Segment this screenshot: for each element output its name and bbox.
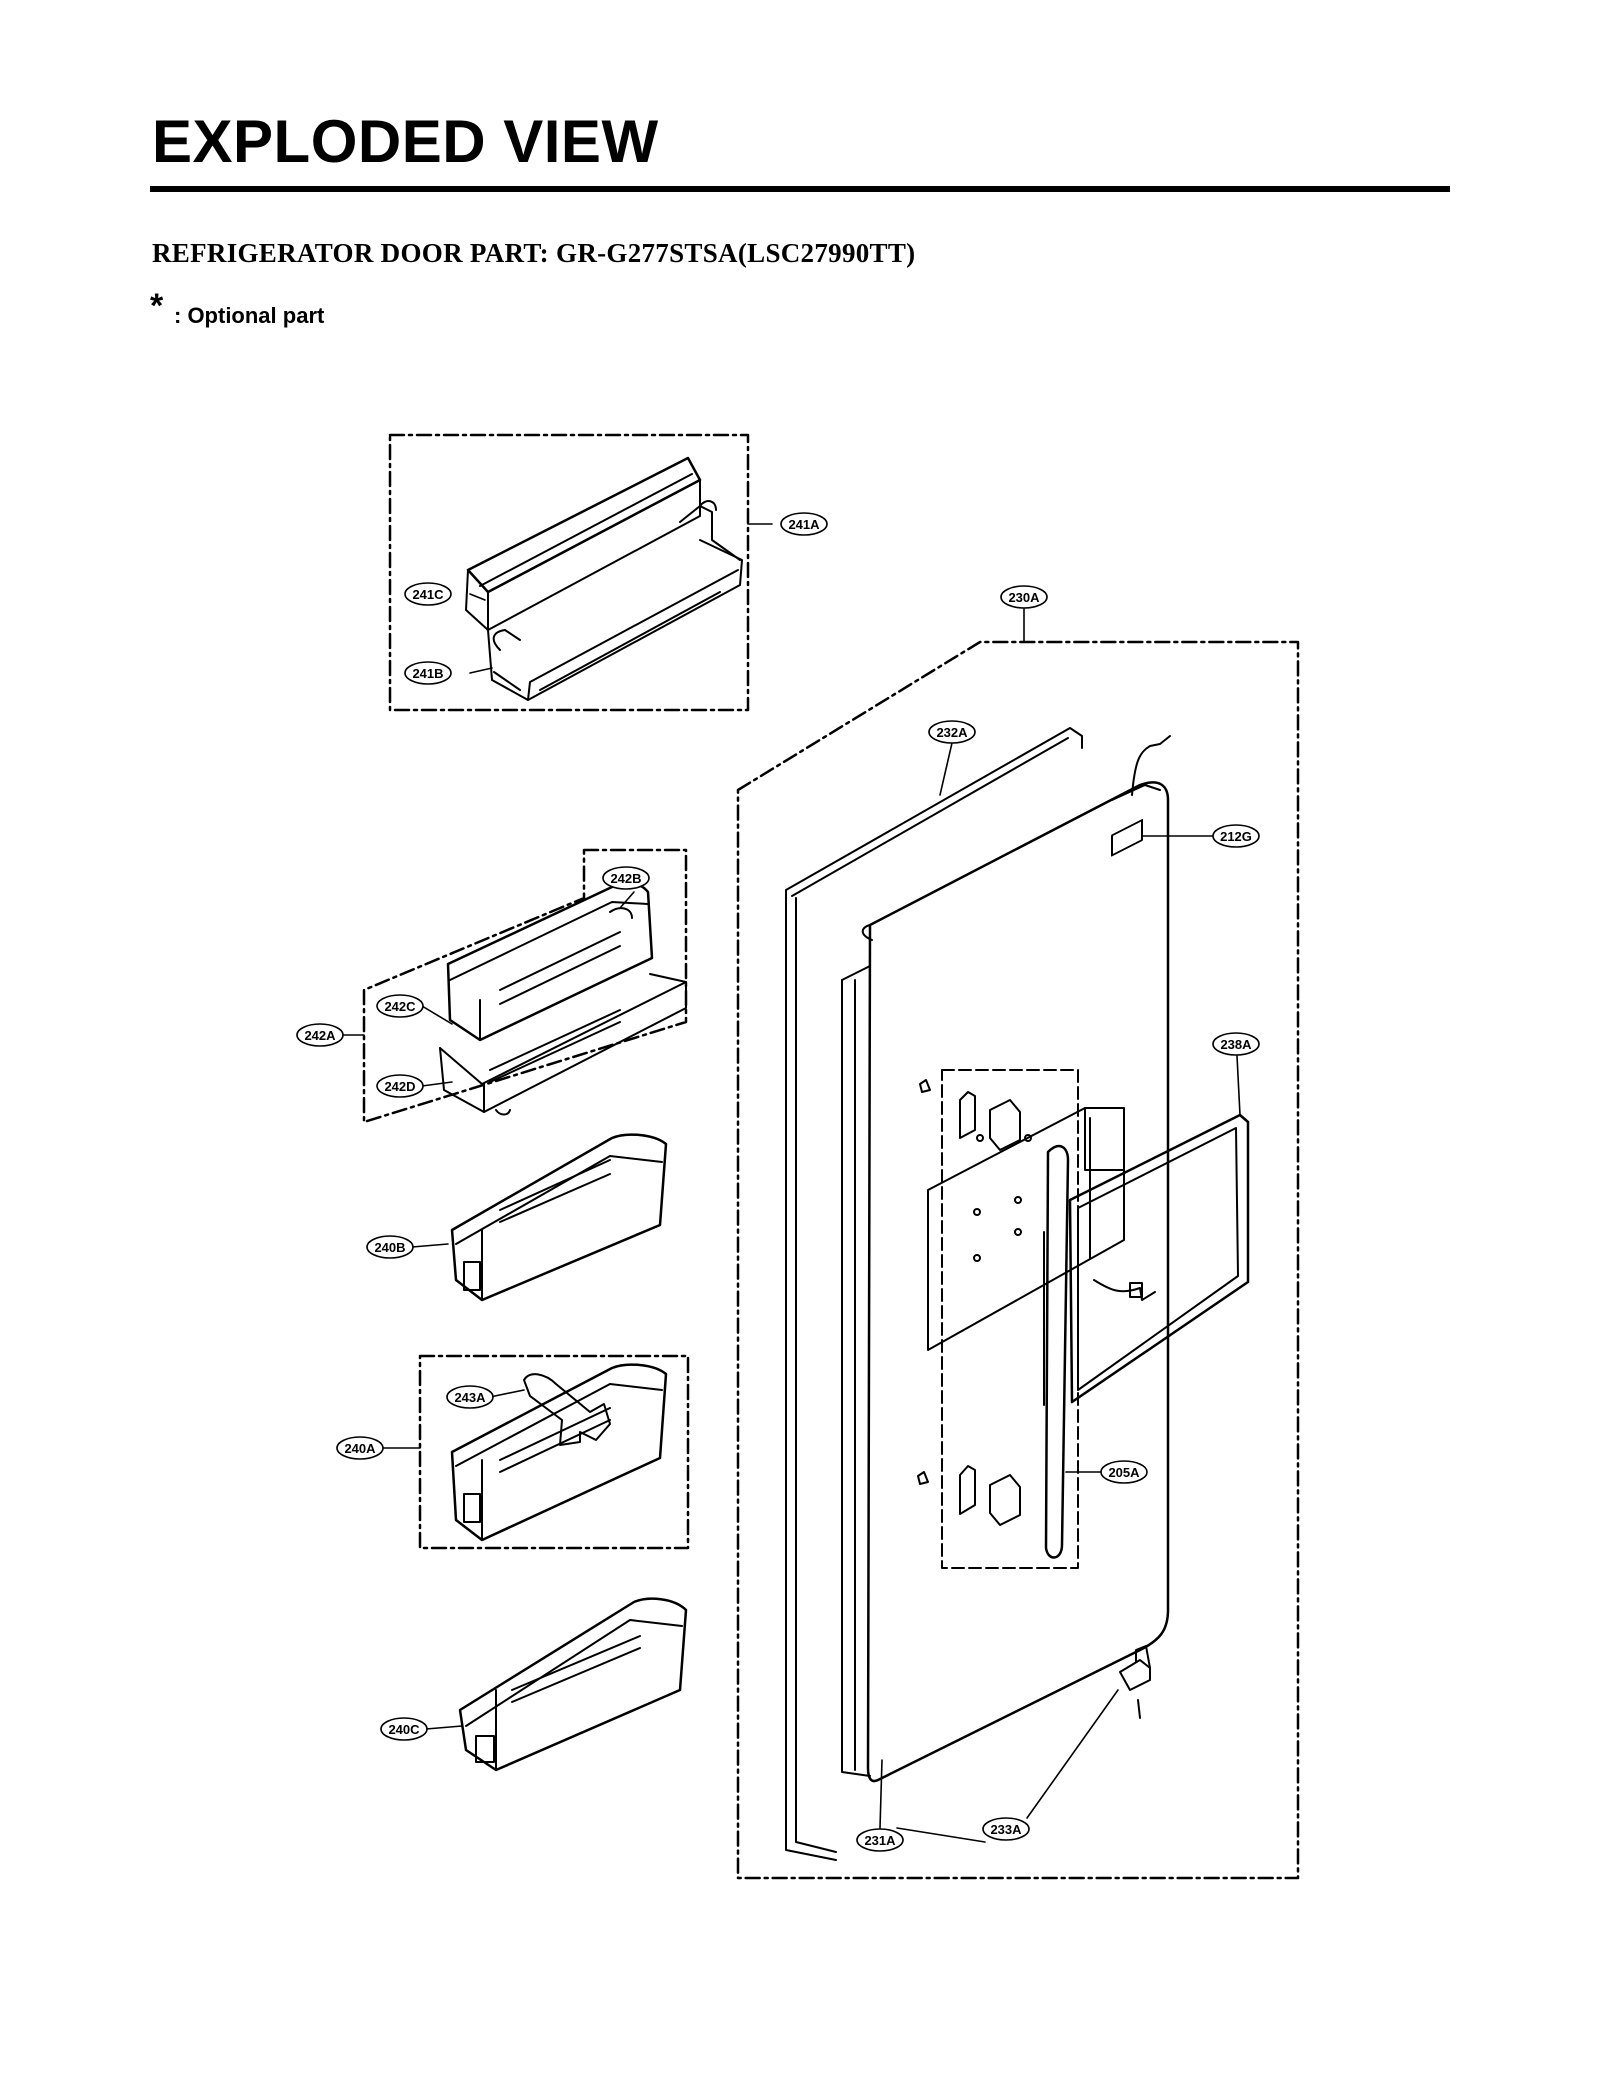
callout-212g: 212G — [1212, 824, 1260, 848]
callout-231a-label: 231A — [864, 1833, 896, 1848]
callout-242b-label: 242B — [610, 871, 641, 886]
part-240b-bin — [450, 1133, 668, 1302]
callout-242a-label: 242A — [304, 1028, 336, 1043]
callout-205a: 205A — [1100, 1460, 1148, 1484]
part-238a-frame — [1068, 1113, 1250, 1404]
callout-242c: 242C — [376, 994, 424, 1018]
callout-240b: 240B — [366, 1235, 414, 1259]
callout-231a: 231A — [856, 1828, 904, 1852]
callout-240c-label: 240C — [388, 1722, 420, 1737]
callout-238a: 238A — [1212, 1032, 1260, 1056]
callout-230a-label: 230A — [1008, 590, 1040, 605]
callout-233a-label: 233A — [990, 1822, 1022, 1837]
group-240a-box — [418, 1354, 690, 1550]
leader-lines — [341, 523, 1241, 1843]
callout-241b: 241B — [404, 661, 452, 685]
callout-205a-label: 205A — [1108, 1465, 1140, 1480]
callout-243a-label: 243A — [454, 1390, 486, 1405]
callout-212g-label: 212G — [1220, 829, 1252, 844]
part-241-basket — [465, 456, 743, 701]
door-dispenser-frame — [917, 1069, 1125, 1569]
callout-232a-label: 232A — [936, 725, 968, 740]
callout-241c: 241C — [404, 582, 452, 606]
callout-240c: 240C — [380, 1717, 428, 1741]
part-205a-handle — [1043, 1144, 1070, 1559]
group-241a-box — [388, 433, 750, 712]
callout-241c-label: 241C — [412, 587, 444, 602]
part-243a-divider — [523, 1373, 611, 1446]
callout-241b-label: 241B — [412, 666, 443, 681]
callout-242a: 242A — [296, 1023, 344, 1047]
optional-note: : Optional part — [174, 303, 325, 328]
part-240a-bin — [450, 1363, 668, 1542]
callout-242b: 242B — [602, 866, 650, 890]
part-232a-gasket — [785, 727, 1083, 1861]
part-231a-door-panel — [841, 781, 1170, 1783]
part-242d-tray — [439, 973, 687, 1116]
callout-238a-label: 238A — [1220, 1037, 1252, 1052]
group-230a-box — [736, 640, 1300, 1880]
title-rule — [150, 186, 1450, 192]
callout-240a-label: 240A — [344, 1441, 376, 1456]
part-240c-bin — [458, 1597, 688, 1772]
callout-232a: 232A — [928, 720, 976, 744]
page-subtitle: REFRIGERATOR DOOR PART: GR-G277STSA(LSC2… — [152, 238, 916, 268]
callout-242d: 242D — [376, 1074, 424, 1098]
callout-233a: 233A — [982, 1817, 1030, 1841]
group-242a-box — [362, 848, 688, 1124]
callout-230a: 230A — [1000, 585, 1048, 609]
callout-243a: 243A — [446, 1385, 494, 1409]
optional-mark: * — [150, 287, 164, 325]
callout-240a: 240A — [336, 1436, 384, 1460]
callout-241a-label: 241A — [788, 517, 820, 532]
callout-242d-label: 242D — [384, 1079, 415, 1094]
page-title: EXPLODED VIEW — [152, 108, 659, 175]
callouts: 241A 241C 241B 230A 232A 212G 242B 242C … — [296, 512, 1260, 1852]
callout-242c-label: 242C — [384, 999, 416, 1014]
part-212g-cable — [1131, 735, 1171, 796]
callout-241a: 241A — [780, 512, 828, 536]
part-233a-hinge — [1119, 1645, 1151, 1719]
callout-240b-label: 240B — [374, 1240, 405, 1255]
